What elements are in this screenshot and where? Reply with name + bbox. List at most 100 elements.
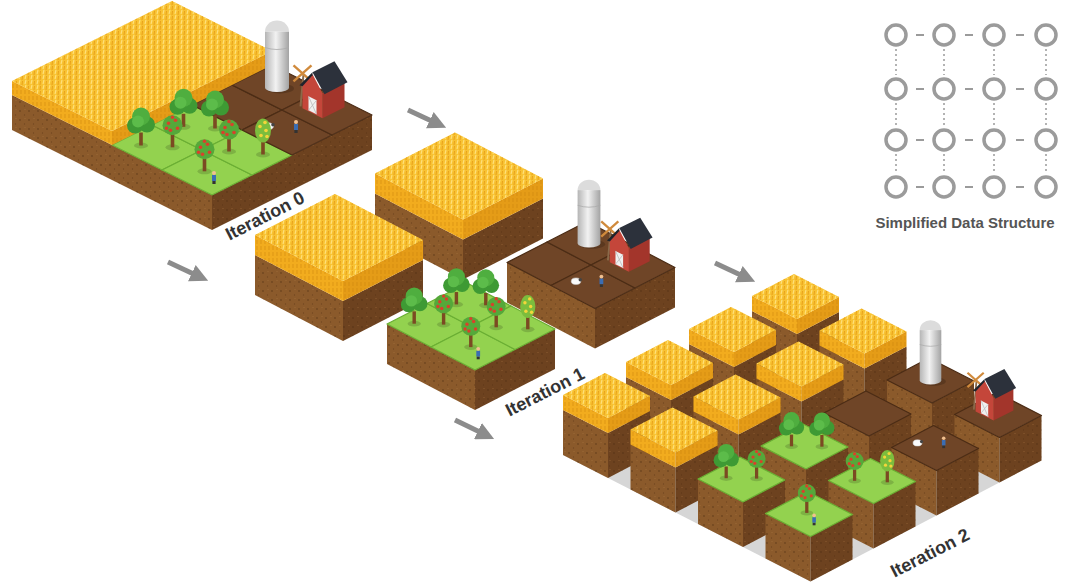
farmyard-tile (892, 426, 979, 471)
structure-node (1036, 130, 1056, 150)
structure-node (934, 25, 954, 45)
apple-fruit (225, 133, 229, 137)
ground-shadow (563, 334, 1042, 582)
apple-fruit (438, 300, 441, 303)
wheat-top-face (375, 133, 543, 220)
structure-node (1036, 79, 1056, 99)
barn-door-cross (981, 401, 988, 417)
tree-trunk (526, 317, 529, 329)
apple-fruit (208, 151, 212, 155)
iteration-group (563, 274, 1042, 582)
tree-canopy (434, 294, 453, 313)
tree-trunk (469, 335, 472, 347)
pear-fruit (887, 452, 890, 455)
barn-roof-edge (300, 72, 313, 86)
link-dash (965, 88, 973, 90)
tree-canopy (163, 115, 183, 135)
tree-trunk (171, 134, 175, 147)
apple-fruit (848, 462, 851, 465)
apple-fruit (206, 143, 210, 147)
silo-icon (920, 320, 946, 386)
silo-ring (578, 205, 601, 207)
link-dash (993, 154, 995, 173)
tree-canopy (461, 317, 480, 336)
apple-fruit (472, 320, 475, 323)
tree-icon (127, 108, 155, 149)
sheep-icon (913, 440, 923, 446)
apple-fruit (856, 455, 859, 458)
apple-fruit (474, 327, 477, 330)
apple-fruit (445, 297, 448, 300)
person-body (812, 517, 816, 522)
tree-trunk (227, 139, 231, 152)
barn-door (981, 401, 988, 417)
wheat-top-face (255, 194, 423, 281)
tree-trunk (412, 311, 415, 323)
tree-canopy (748, 450, 766, 468)
wheat-top-face (820, 309, 907, 354)
iteration-group (12, 1, 372, 230)
tree-trunk (790, 435, 793, 447)
tree-icon (846, 452, 864, 484)
silo-ring (920, 345, 942, 347)
barn-icon (294, 61, 348, 118)
apple-fruit (493, 309, 496, 312)
link-dash (1016, 34, 1024, 36)
structure-node (886, 177, 906, 197)
person-head (294, 120, 298, 124)
person-head (212, 171, 216, 175)
apple-fruit (494, 297, 497, 300)
flow-arrow (715, 263, 747, 278)
structure-node (984, 25, 1004, 45)
pear-fruit (529, 305, 532, 308)
apple-fruit (169, 129, 173, 133)
link-dash (916, 88, 924, 90)
structure-node (984, 130, 1004, 150)
apple-fruit (753, 462, 756, 465)
wheat-top-face (563, 373, 650, 418)
apple-fruit (436, 305, 439, 308)
tree-icon (779, 412, 804, 449)
apple-fruit (174, 119, 178, 123)
pear-fruit (884, 464, 887, 467)
sheep-head (920, 440, 923, 443)
grass-tile (761, 424, 848, 469)
grass-tile (471, 306, 555, 350)
tree-canopy (406, 295, 417, 306)
apple-fruit (759, 460, 762, 463)
barn-roof-edge (973, 379, 985, 392)
tree-canopy (487, 297, 506, 316)
apple-fruit (221, 131, 225, 135)
tree-trunk (805, 501, 808, 513)
tree-canopy (132, 116, 144, 128)
tree-trunk (853, 469, 856, 481)
structure-node (886, 25, 906, 45)
person-icon (476, 347, 480, 359)
apple-fruit (808, 487, 811, 490)
tree-trunk (203, 158, 207, 171)
barn-roof (313, 61, 348, 94)
flow-arrow (455, 420, 486, 435)
link-dash (1016, 88, 1024, 90)
barn-roof (619, 218, 652, 249)
apple-fruit (201, 153, 205, 157)
person-legs (942, 445, 945, 448)
person-icon (212, 171, 216, 184)
wheat-texture (375, 133, 543, 220)
barn-door (616, 251, 624, 268)
person-icon (600, 275, 604, 287)
land-block (12, 1, 372, 230)
tree-icon (798, 484, 816, 516)
person-legs (212, 181, 215, 184)
silo-icon (578, 180, 606, 249)
person-body (476, 351, 480, 357)
tree-icon (520, 295, 535, 332)
person-head (476, 347, 480, 351)
pear-fruit (524, 310, 527, 313)
wheat-top-face (694, 375, 781, 420)
person-legs (477, 356, 480, 359)
apple-fruit (751, 455, 754, 458)
apple-fruit (497, 300, 500, 303)
